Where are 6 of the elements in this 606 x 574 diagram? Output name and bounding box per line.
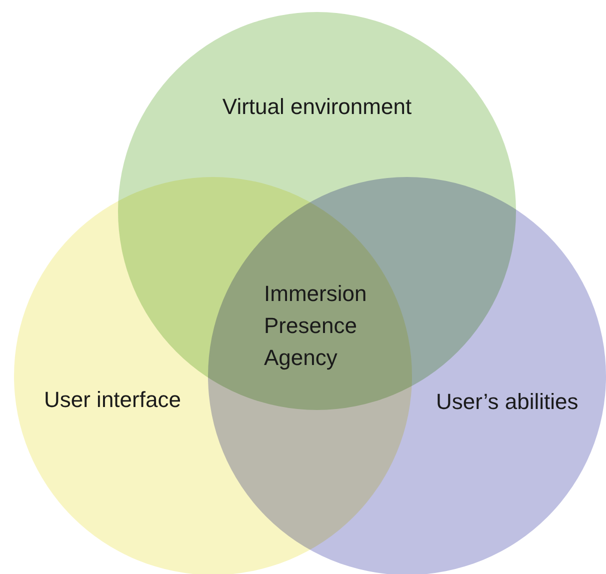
circle-label: Virtual environment <box>221 93 413 121</box>
intersection-label: Presence <box>264 312 358 340</box>
circle-label: User’s abilities <box>436 388 578 416</box>
circle-label: User interface <box>44 386 181 414</box>
intersection-label: Agency <box>264 344 338 372</box>
intersection-label: Immersion <box>264 280 367 308</box>
